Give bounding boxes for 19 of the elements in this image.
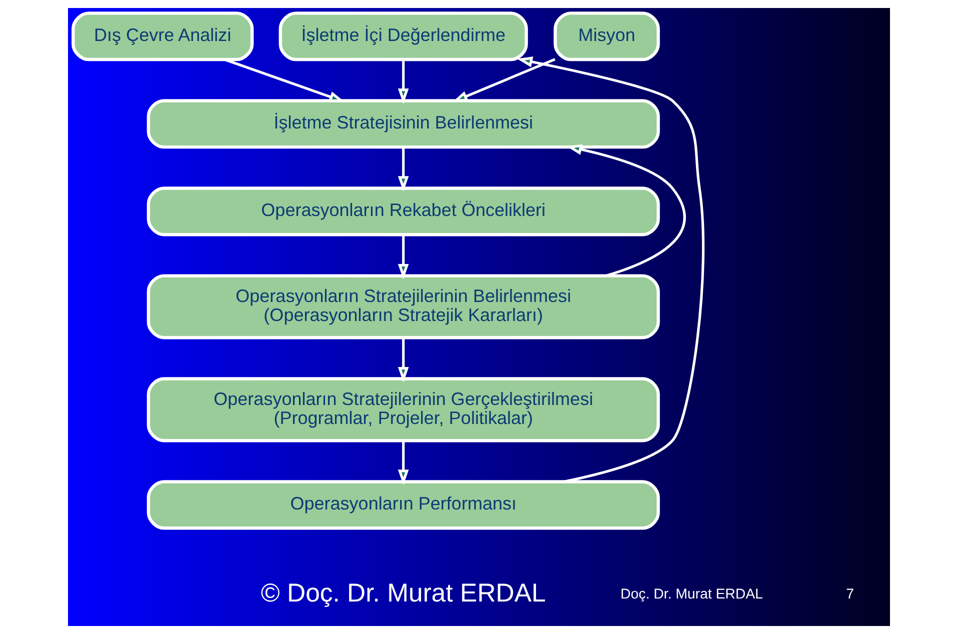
node-box: Operasyonların Stratejilerinin Gerçekleştirilmesi (Programlar, Projeler, Politikalar) <box>146 377 660 442</box>
node-box: Dış Çevre Analizi <box>72 12 254 62</box>
arrow <box>224 58 345 102</box>
label: 7 <box>846 586 854 603</box>
node-box: Operasyonların Stratejilerinin Belirlenmesi (Operasyonların Stratejik Kararları) <box>146 274 660 340</box>
node-box: Misyon <box>554 12 660 62</box>
arrow <box>398 338 409 383</box>
node-box: Operasyonların Rekabet Öncelikleri <box>146 186 660 236</box>
label: Doç. Dr. Murat ERDAL <box>620 586 763 603</box>
node-box: Operasyonların Performansı <box>146 480 660 530</box>
arrow <box>398 440 409 486</box>
arrow <box>398 234 409 280</box>
arrow <box>398 60 409 104</box>
arrow <box>452 58 556 102</box>
arrow <box>398 148 409 192</box>
node-box: İşletme İçi Değerlendirme <box>278 12 528 62</box>
node-box: İşletme Stratejisinin Belirlenmesi <box>146 99 660 149</box>
label: © Doç. Dr. Murat ERDAL <box>260 580 546 608</box>
arrow <box>517 56 704 484</box>
